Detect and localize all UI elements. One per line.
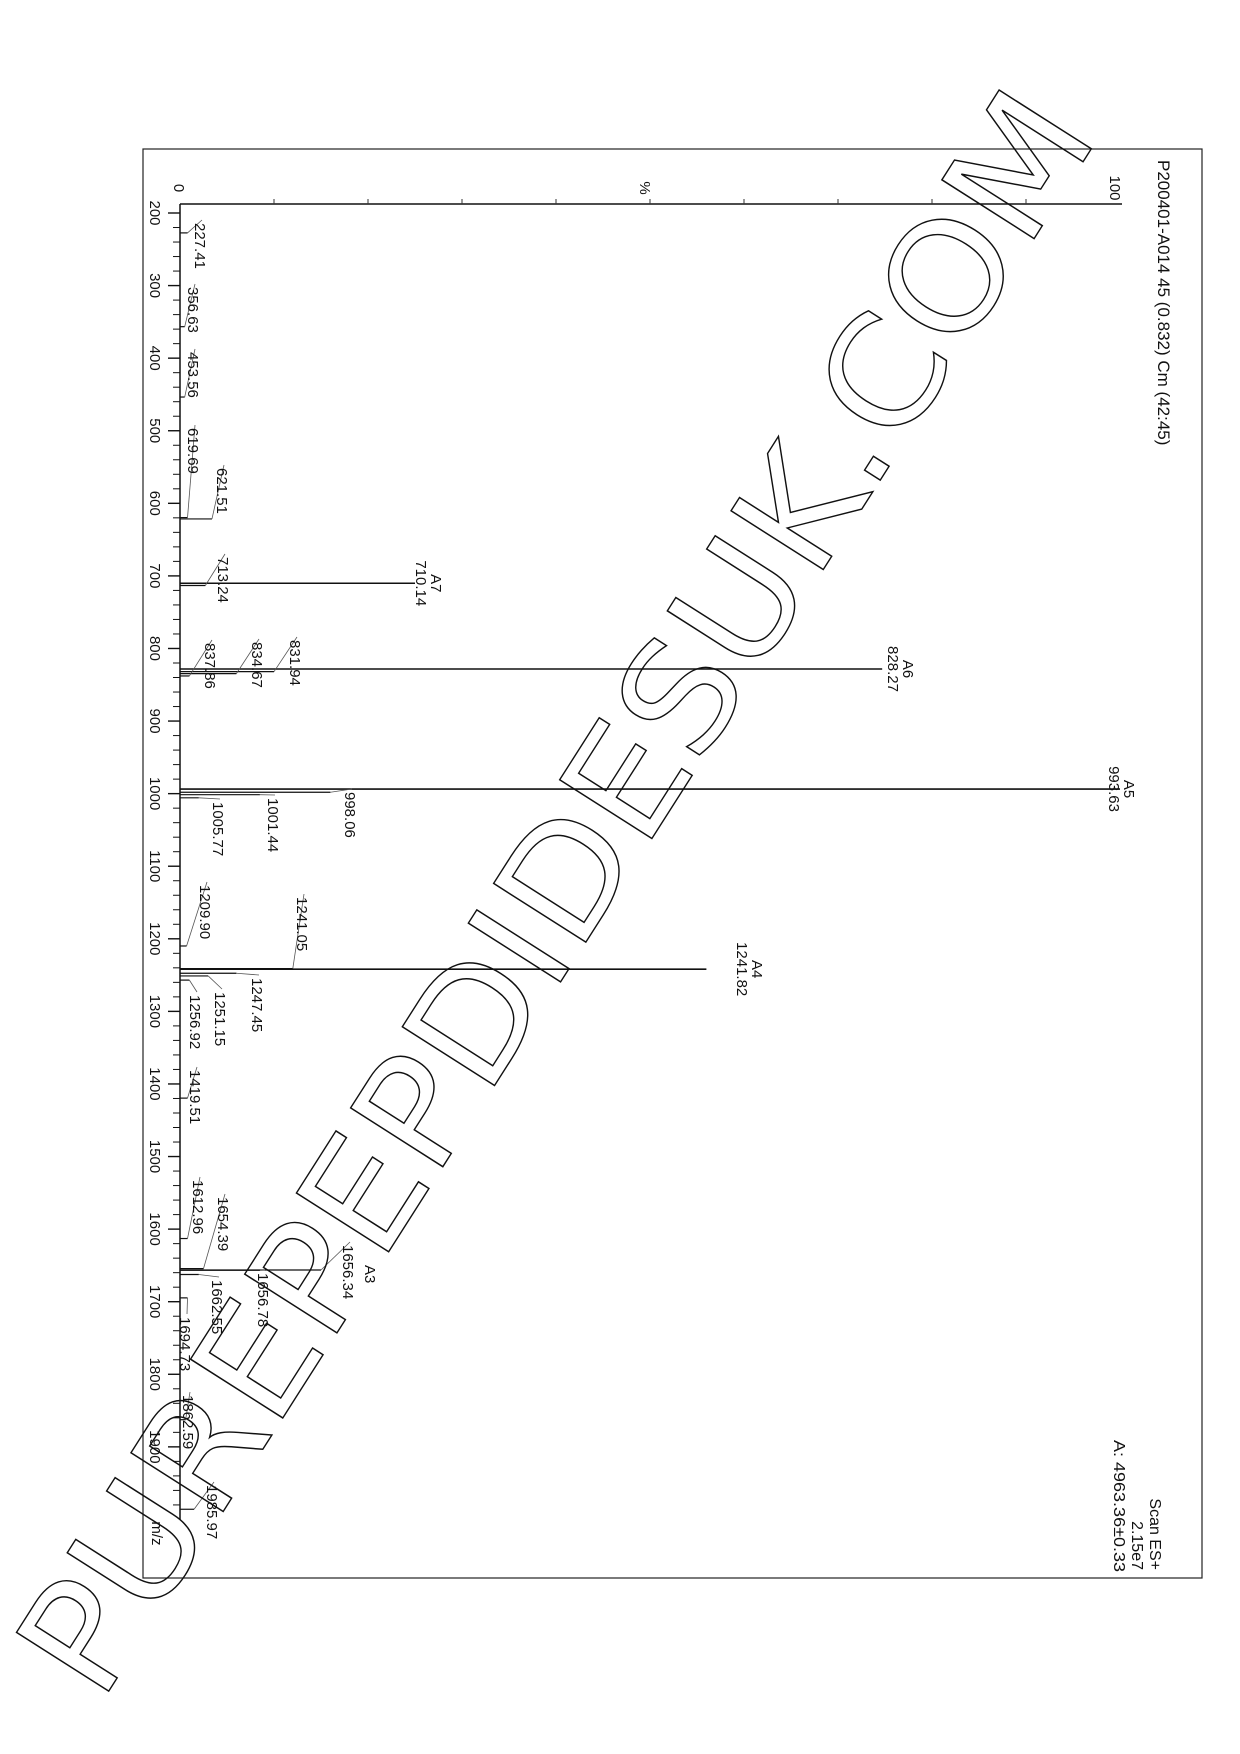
label-leader-line bbox=[207, 975, 223, 990]
mz-tick-label: 1900 bbox=[146, 1430, 163, 1463]
peak-mz-label: 1662.55 bbox=[208, 1280, 225, 1334]
mz-tick-label: 800 bbox=[146, 636, 163, 661]
mz-tick-label: 1300 bbox=[146, 995, 163, 1028]
label-leader-line bbox=[205, 553, 226, 586]
peak-mz-label: 710.14 bbox=[412, 560, 429, 606]
label-leader-line bbox=[186, 1297, 188, 1315]
mz-tick-label: 1600 bbox=[146, 1212, 163, 1245]
peaks bbox=[180, 232, 1120, 1510]
mz-tick-label: 400 bbox=[146, 346, 163, 371]
label-leader-line bbox=[187, 219, 203, 234]
label-leader-line bbox=[198, 1274, 220, 1278]
peak-mz-label: 1656.34 bbox=[339, 1245, 356, 1299]
peak-mz-label: 1251.15 bbox=[211, 992, 228, 1046]
label-leader-line bbox=[187, 424, 196, 518]
label-leader-line bbox=[187, 1176, 201, 1239]
peak-mz-label: 1209.90 bbox=[196, 885, 213, 939]
label-leader-line bbox=[236, 972, 260, 976]
label-leader-line bbox=[330, 788, 353, 793]
label-leader-line bbox=[211, 464, 225, 520]
mz-tick-label: 900 bbox=[146, 709, 163, 734]
peak-mz-label: 837.86 bbox=[201, 643, 218, 689]
y-axis-label: % bbox=[636, 181, 653, 194]
mz-tick-label: 600 bbox=[146, 491, 163, 516]
peak-mz-label: 831.94 bbox=[286, 640, 303, 686]
peak-mz-label: 993.63 bbox=[1105, 766, 1122, 812]
axes: 2003004005006007008009001000110012001300… bbox=[146, 175, 1123, 1545]
mz-tick-label: 700 bbox=[146, 563, 163, 588]
peak-annotation-label: A3 bbox=[361, 1265, 378, 1283]
label-leader-line bbox=[185, 1391, 191, 1420]
peak-mz-label: 227.41 bbox=[191, 223, 208, 269]
peak-mz-label: 1256.92 bbox=[186, 995, 203, 1049]
label-leader-line bbox=[236, 638, 260, 674]
peak-annotation-label: A6 bbox=[899, 660, 916, 678]
chart-frame bbox=[142, 148, 1203, 1579]
mz-tick-label: 1800 bbox=[146, 1358, 163, 1391]
peak-mz-label: 619.69 bbox=[184, 428, 201, 474]
label-leader-line bbox=[198, 797, 221, 800]
peak-mz-label: 1694.73 bbox=[176, 1317, 193, 1371]
label-leader-line bbox=[187, 1066, 198, 1099]
mz-tick-label: 1700 bbox=[146, 1285, 163, 1318]
peak-mz-label: 621.51 bbox=[213, 468, 230, 514]
peak-annotation-label: A5 bbox=[1120, 780, 1137, 798]
peak-mz-label: 834.67 bbox=[248, 642, 265, 688]
peak-mz-label: 1612.96 bbox=[189, 1180, 206, 1234]
peak-annotation-label: A4 bbox=[748, 960, 765, 978]
label-leader-line bbox=[184, 283, 196, 327]
mz-tick-label: 1400 bbox=[146, 1067, 163, 1100]
watermark: PUREPEPDIDESUK.COM bbox=[0, 61, 1130, 1723]
peak-mz-label: 1862.59 bbox=[179, 1395, 196, 1449]
mz-tick-label: 1000 bbox=[146, 777, 163, 810]
peak-mz-label: 828.27 bbox=[884, 646, 901, 692]
peak-mz-label: 1247.45 bbox=[248, 978, 265, 1032]
peak-mz-label: 1001.44 bbox=[264, 798, 281, 852]
mz-tick-label: 200 bbox=[146, 200, 163, 225]
y-tick-label-100: 100 bbox=[1106, 175, 1123, 200]
mz-tick-label: 500 bbox=[146, 418, 163, 443]
label-leader-line bbox=[320, 1241, 351, 1271]
scan-intensity: 2.15e7 bbox=[1128, 1521, 1145, 1570]
x-axis-label: m/z bbox=[148, 1521, 165, 1545]
peak-mz-label: 1241.82 bbox=[733, 942, 750, 996]
scan-mode: Scan ES+ bbox=[1146, 1498, 1163, 1570]
label-leader-line bbox=[189, 979, 198, 993]
peak-mz-label: 713.24 bbox=[214, 557, 231, 603]
peak-mz-label: 1005.77 bbox=[209, 802, 226, 856]
deconvoluted-mass: A: 4963.36±0.33 bbox=[1110, 1440, 1127, 1572]
peak-mz-label: 356.63 bbox=[184, 287, 201, 333]
label-leader-line bbox=[203, 1193, 226, 1269]
label-leader-line bbox=[189, 639, 213, 677]
peak-mz-label: 1241.05 bbox=[293, 897, 310, 951]
peak-mz-label: 998.06 bbox=[341, 792, 358, 838]
y-tick-label-0: 0 bbox=[170, 184, 187, 192]
peak-mz-label: 1654.39 bbox=[214, 1197, 231, 1251]
peak-annotation-label: A7 bbox=[427, 574, 444, 592]
mz-tick-label: 1200 bbox=[146, 922, 163, 955]
label-leader-line bbox=[292, 893, 305, 969]
label-leader-line bbox=[193, 1481, 215, 1510]
peak-mz-label: 1419.51 bbox=[186, 1070, 203, 1124]
mz-tick-label: 1100 bbox=[146, 850, 163, 882]
peak-mz-label: 1985.97 bbox=[203, 1485, 220, 1539]
spectrum-title: P200401-A014 45 (0.832) Cm (42:45) bbox=[1154, 160, 1173, 445]
mz-tick-label: 300 bbox=[146, 273, 163, 298]
mz-tick-label: 1500 bbox=[146, 1140, 163, 1173]
peak-mz-label: 453.56 bbox=[184, 352, 201, 398]
label-leader-line bbox=[186, 881, 208, 947]
label-leader-line bbox=[273, 636, 298, 672]
peak-mz-label: 1656.78 bbox=[254, 1273, 271, 1327]
label-leader-line bbox=[184, 348, 196, 398]
